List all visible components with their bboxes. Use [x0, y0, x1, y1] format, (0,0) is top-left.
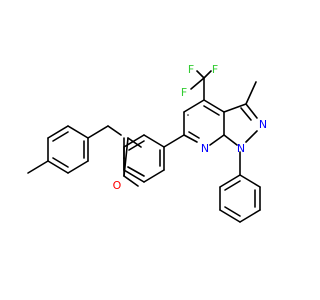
structure-drawing: F F F N N N O: [27, 63, 267, 223]
bond: [47, 125, 69, 139]
bond: [107, 125, 122, 136]
bond: [67, 125, 89, 139]
bond: [123, 175, 139, 187]
nitrogen-label: N: [201, 142, 209, 155]
fluorine-label: F: [181, 86, 187, 99]
bond: [143, 134, 165, 148]
molecule-canvas: F F F N N N O: [27, 63, 268, 223]
fluorine-label: F: [188, 63, 194, 76]
bond: [239, 209, 261, 223]
bond: [127, 166, 145, 177]
bond: [209, 134, 225, 146]
bond: [163, 134, 185, 148]
atom-labels: F F F N N N O: [113, 63, 267, 192]
bond: [245, 81, 257, 105]
bond: [52, 131, 69, 142]
bond: [183, 99, 205, 113]
bond: [183, 134, 198, 143]
bond: [223, 134, 238, 146]
bond: [245, 130, 258, 143]
bond: [87, 125, 109, 139]
fluorine-label: F: [212, 63, 218, 76]
nitrogen-label: N: [237, 142, 245, 155]
bond: [27, 160, 49, 174]
bond: [203, 70, 212, 79]
bond: [239, 174, 261, 188]
nitrogen-label: N: [259, 118, 267, 131]
bond: [240, 107, 252, 121]
bond: [123, 134, 145, 148]
bond: [190, 77, 205, 90]
bond: [203, 99, 225, 113]
bond: [188, 131, 200, 139]
bond: [127, 137, 142, 148]
bond: [203, 105, 220, 116]
bond: [47, 160, 69, 174]
bond: [223, 103, 247, 113]
bond: [67, 160, 89, 174]
bond: [196, 70, 205, 79]
bond: [245, 103, 258, 119]
bond: [219, 209, 241, 223]
oxygen-label: O: [113, 179, 122, 192]
bond: [52, 157, 69, 168]
bond: [143, 169, 165, 183]
bond: [219, 174, 241, 188]
bond: [224, 206, 241, 217]
bonds: [27, 70, 261, 223]
bond: [128, 140, 145, 151]
bond: [123, 169, 145, 183]
bond: [224, 180, 241, 191]
